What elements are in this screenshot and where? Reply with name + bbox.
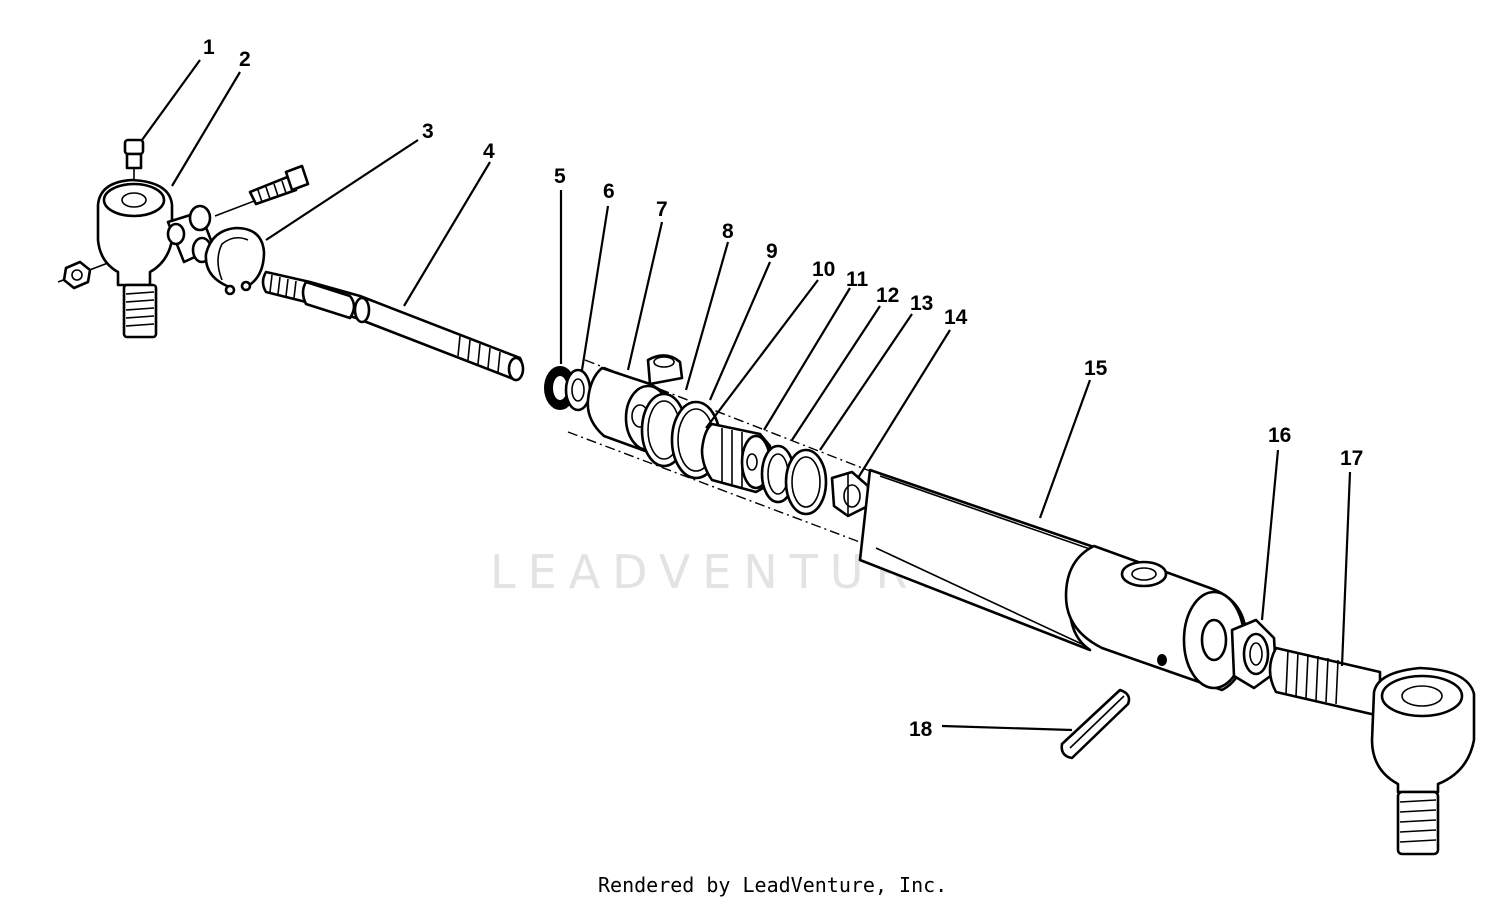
callout-1: 1	[203, 36, 215, 59]
callout-8: 8	[722, 220, 734, 243]
callout-10: 10	[812, 258, 835, 281]
retaining-ring	[204, 226, 266, 296]
cylinder-barrel	[858, 468, 1248, 692]
callout-5: 5	[554, 165, 566, 188]
piston-lock-nut	[830, 470, 870, 518]
callout-16: 16	[1268, 424, 1291, 447]
jam-nut	[1230, 618, 1278, 690]
callout-14: 14	[944, 306, 968, 329]
callout-3: 3	[422, 120, 434, 143]
roll-pin	[1060, 688, 1131, 760]
clamp-nut	[62, 260, 92, 290]
callout-labels: 1 2 3 4 5 6 7 8 9 10 11 12 13 14 15 16 1…	[203, 36, 1363, 741]
right-tie-rod-end	[1268, 646, 1476, 856]
callout-17: 17	[1340, 447, 1363, 470]
callout-2: 2	[239, 48, 251, 71]
callout-12: 12	[876, 284, 899, 307]
left-tie-rod-end	[96, 178, 216, 339]
callout-6: 6	[603, 180, 615, 203]
clamp-bolt	[248, 164, 310, 206]
callout-9: 9	[766, 240, 778, 263]
callout-18: 18	[909, 718, 933, 741]
piston-rod	[261, 270, 525, 382]
piston	[700, 422, 772, 494]
callout-4: 4	[483, 140, 495, 163]
leader-lines	[141, 59, 1352, 732]
callout-11: 11	[846, 268, 869, 291]
footer-credit: Rendered by LeadVenture, Inc.	[598, 873, 947, 897]
callout-15: 15	[1084, 357, 1108, 380]
rod-wiper-and-seal	[544, 366, 592, 412]
callout-7: 7	[656, 198, 668, 221]
callout-13: 13	[910, 292, 933, 315]
o-ring-set-rear	[760, 444, 828, 516]
